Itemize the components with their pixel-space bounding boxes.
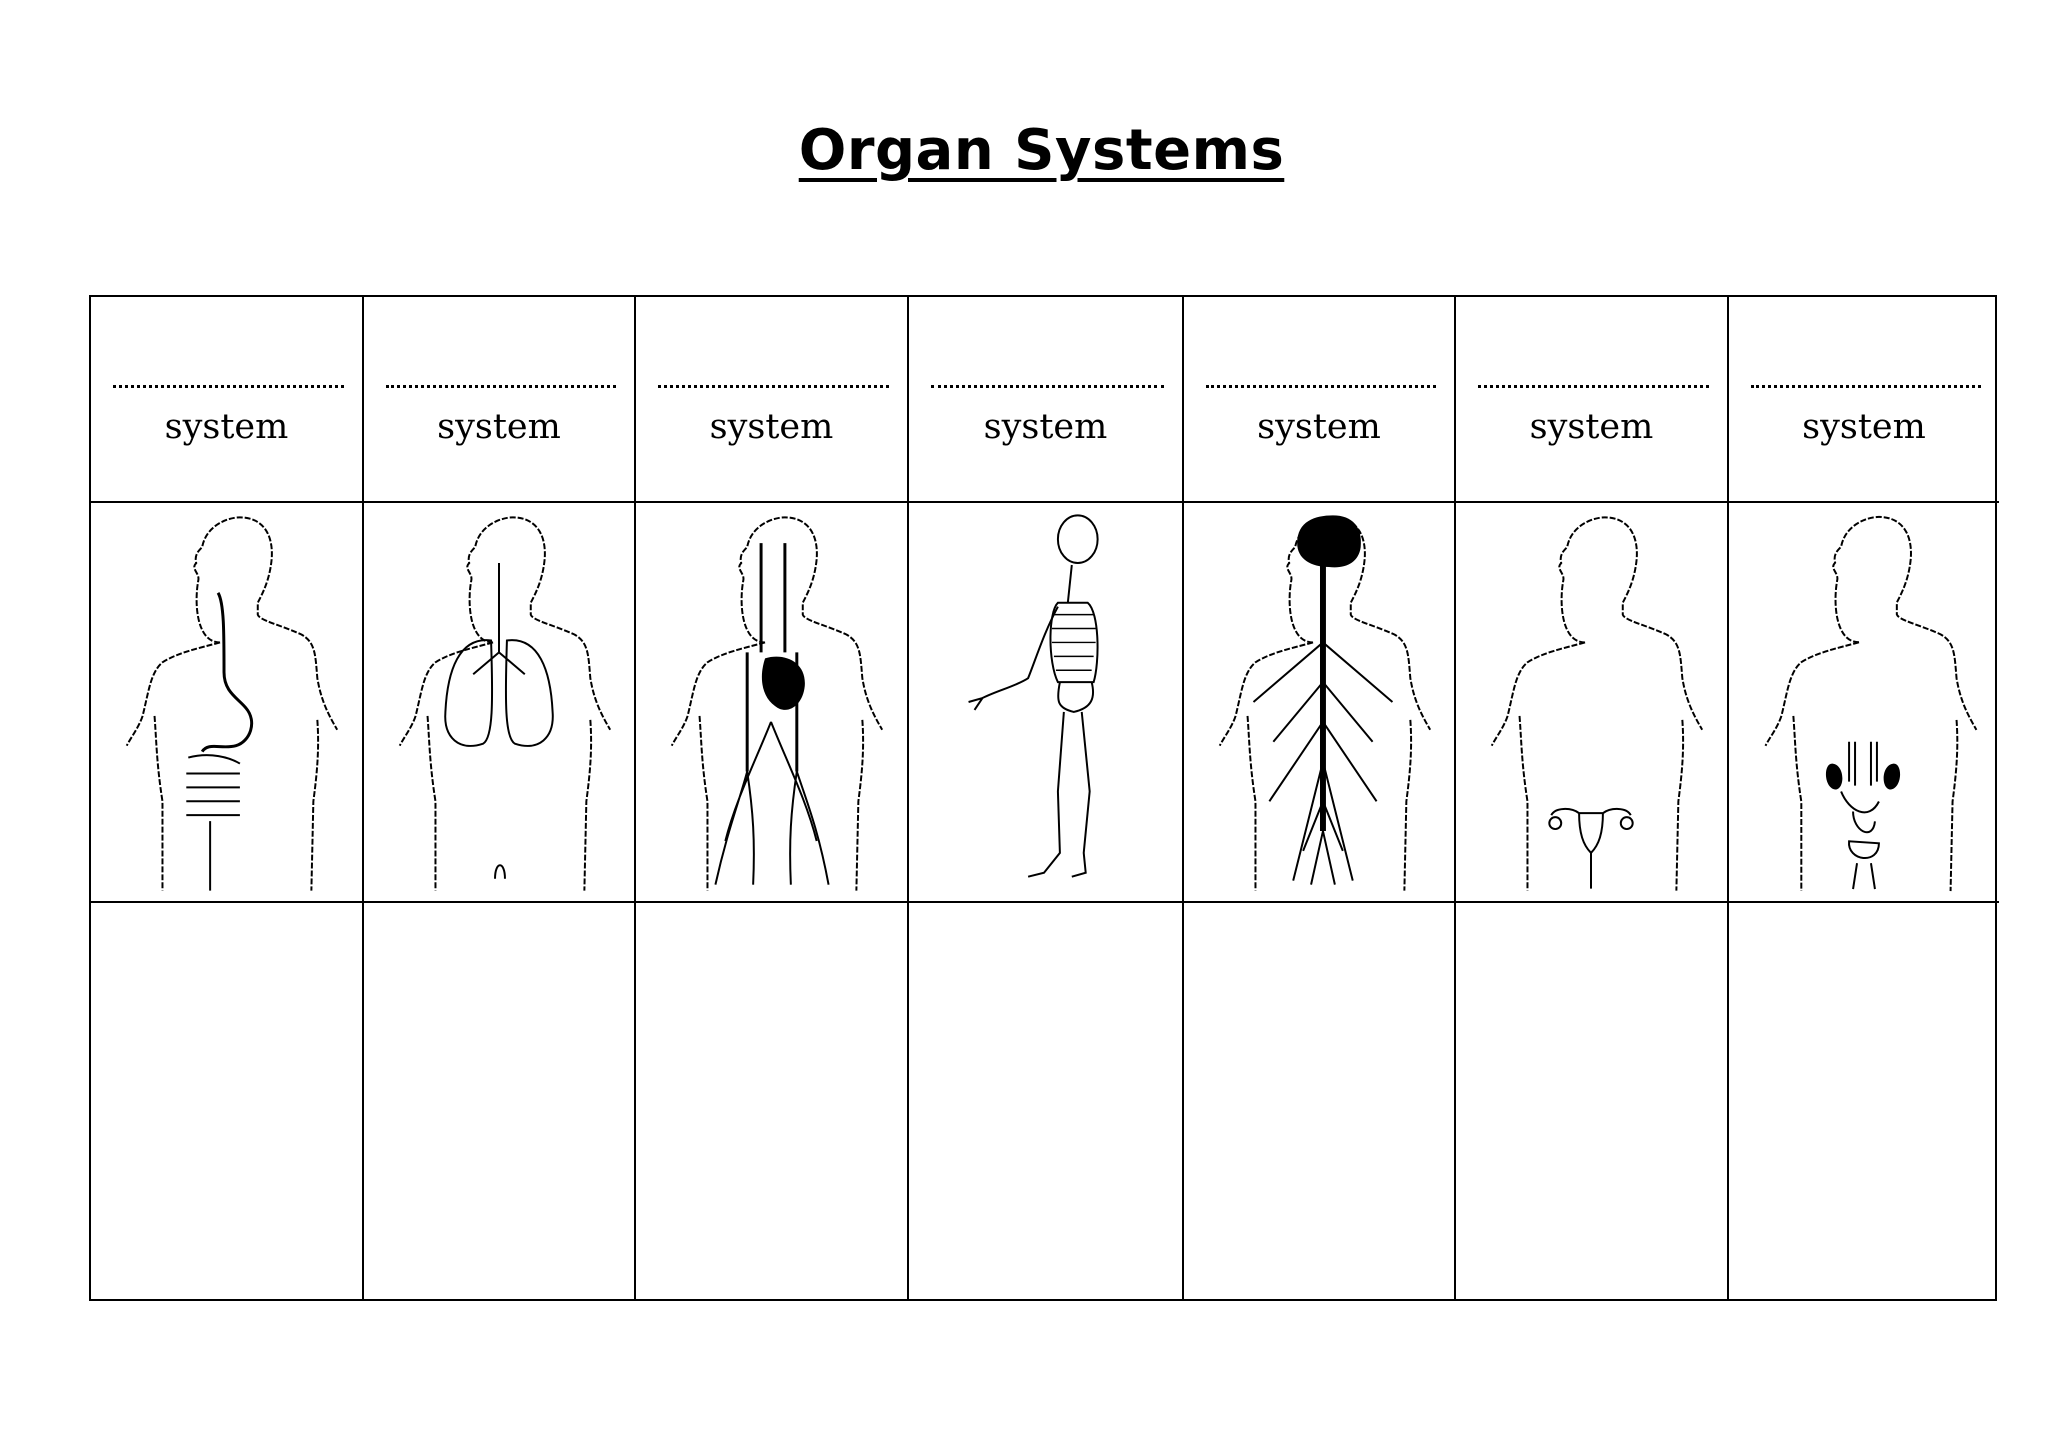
answer-blank-line[interactable] (658, 385, 889, 388)
column-header: system (1184, 297, 1454, 503)
answer-blank-line[interactable] (1751, 385, 1981, 388)
system-label: system (1456, 407, 1727, 447)
answer-blank-line[interactable] (113, 385, 344, 388)
system-label: system (1729, 407, 1999, 447)
answer-cell[interactable] (364, 903, 634, 1299)
answer-cell[interactable] (636, 903, 907, 1299)
column-circulatory: system (636, 297, 909, 1299)
column-excretory: system (1729, 297, 1999, 1299)
reproductive-system-figure (1456, 503, 1727, 903)
answer-cell[interactable] (91, 903, 362, 1299)
skeletal-system-figure (909, 503, 1182, 903)
system-label: system (91, 407, 362, 447)
column-header: system (1456, 297, 1727, 503)
answer-cell[interactable] (1729, 903, 1999, 1299)
nervous-system-figure (1184, 503, 1454, 903)
answer-blank-line[interactable] (386, 385, 616, 388)
system-label: system (1184, 407, 1454, 447)
page-title: Organ Systems (0, 118, 2048, 183)
column-header: system (636, 297, 907, 503)
system-label: system (636, 407, 907, 447)
answer-cell[interactable] (1184, 903, 1454, 1299)
column-header: system (1729, 297, 1999, 503)
system-label: system (909, 407, 1182, 447)
answer-blank-line[interactable] (1206, 385, 1436, 388)
answer-blank-line[interactable] (1478, 385, 1709, 388)
column-header: system (91, 297, 362, 503)
column-digestive: system (91, 297, 364, 1299)
answer-cell[interactable] (909, 903, 1182, 1299)
column-header: system (364, 297, 634, 503)
respiratory-system-figure (364, 503, 634, 903)
excretory-system-figure (1729, 503, 1999, 903)
column-nervous: system (1184, 297, 1456, 1299)
organ-systems-table: system system (89, 295, 1997, 1301)
system-label: system (364, 407, 634, 447)
answer-blank-line[interactable] (931, 385, 1164, 388)
column-reproductive: system (1456, 297, 1729, 1299)
column-respiratory: system (364, 297, 636, 1299)
column-header: system (909, 297, 1182, 503)
circulatory-system-figure (636, 503, 907, 903)
column-skeletal: system (909, 297, 1184, 1299)
answer-cell[interactable] (1456, 903, 1727, 1299)
digestive-system-figure (91, 503, 362, 903)
